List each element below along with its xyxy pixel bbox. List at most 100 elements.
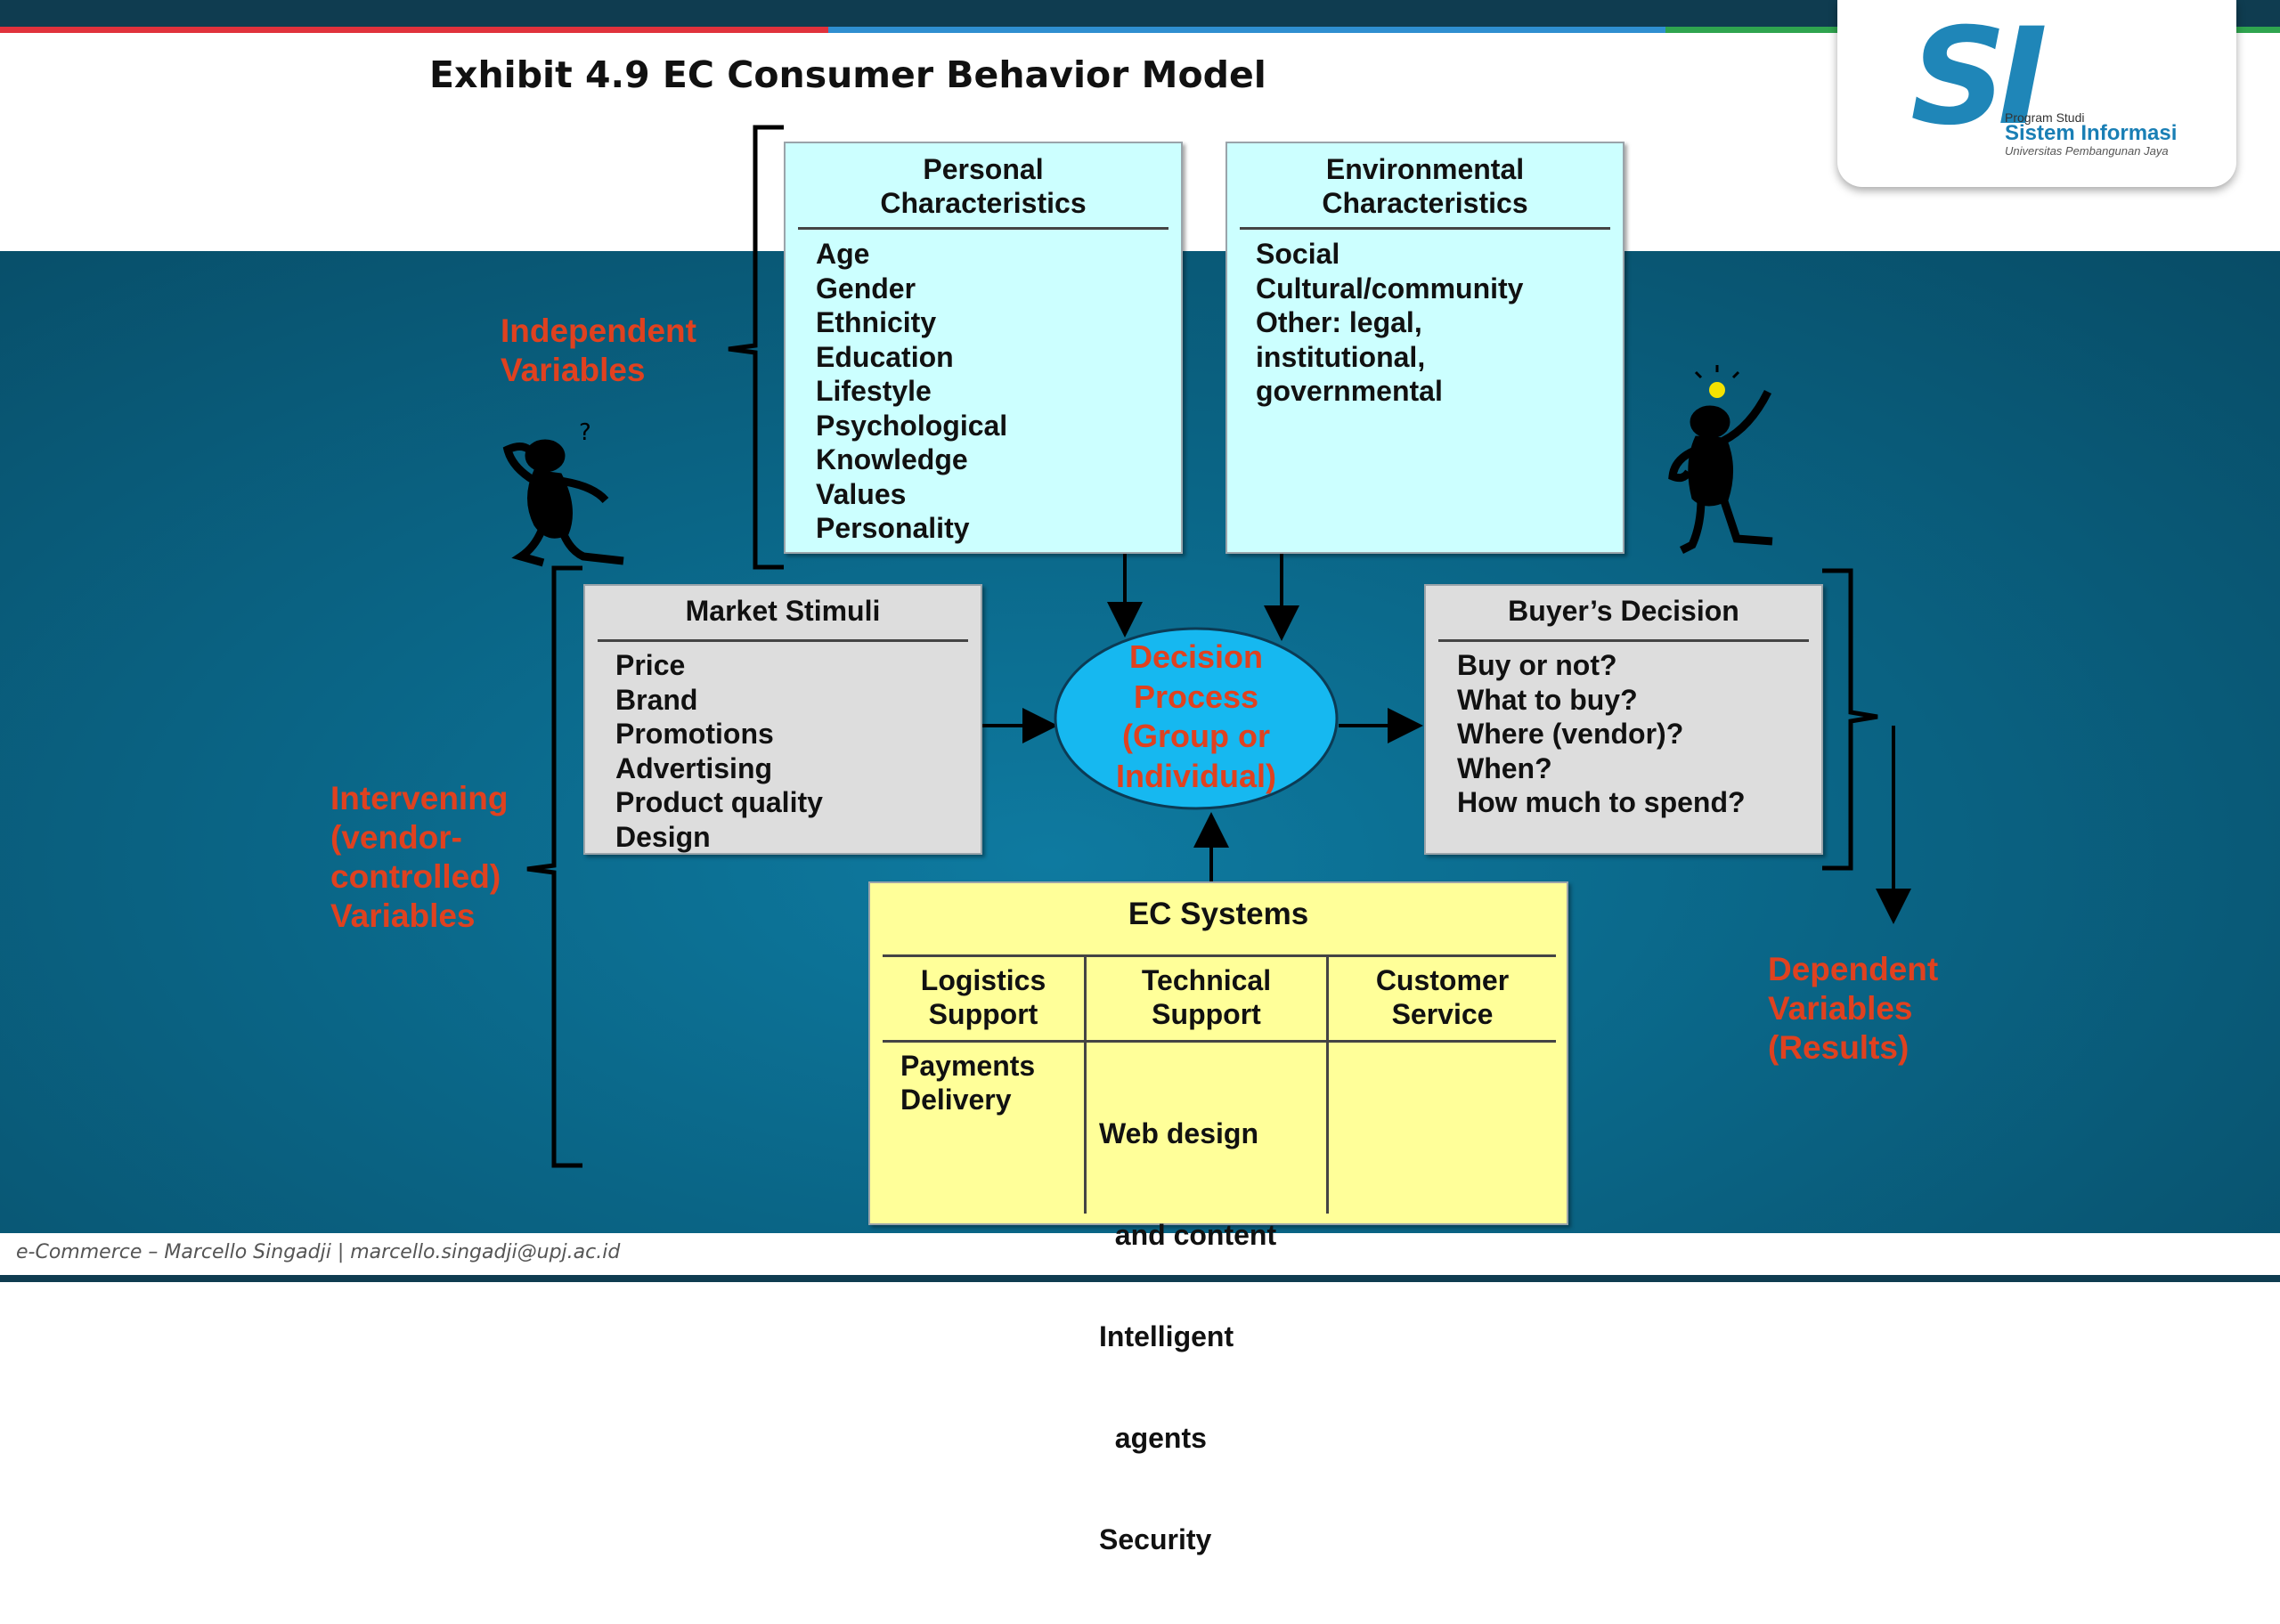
ec-column-heading: Customer Service <box>1329 963 1556 1031</box>
accent-stripe-red <box>0 27 828 33</box>
decision-line: Individual) <box>1116 757 1276 794</box>
list-item: Delivery <box>900 1084 1012 1116</box>
intervening-variables-label: Intervening (vendor- controlled) Variabl… <box>330 779 508 936</box>
list-item: agents <box>1099 1422 1207 1454</box>
environmental-characteristics-box: Environmental Characteristics Social Cul… <box>1226 142 1624 554</box>
divider <box>883 1040 1556 1043</box>
heading-line: Characteristics <box>1322 187 1528 219</box>
heading-line: Technical <box>1141 964 1272 996</box>
ec-heading: EC Systems <box>1128 897 1309 931</box>
heading-line: Environmental <box>1325 153 1525 185</box>
label-line: Intervening <box>330 780 509 816</box>
decision-process-ellipse <box>1054 627 1339 810</box>
list-item: Brand <box>615 683 698 716</box>
market-heading: Market Stimuli <box>685 595 881 627</box>
list-item: Product quality <box>615 786 823 818</box>
divider <box>883 954 1556 957</box>
buyer-items: Buy or not? What to buy? Where (vendor)?… <box>1457 648 1746 820</box>
heading-line: Customer <box>1375 964 1510 996</box>
accent-stripe-blue <box>828 27 1665 33</box>
divider <box>598 639 968 642</box>
decision-process-label: Decision Process (Group or Individual) <box>1055 637 1337 796</box>
list-item: Security <box>1099 1523 1212 1555</box>
divider <box>798 227 1168 230</box>
ec-column-items: Web design and content Intelligent agent… <box>1099 1049 1276 1624</box>
buyer-heading: Buyer’s Decision <box>1508 595 1739 627</box>
logo-university: Universitas Pembangunan Jaya <box>2005 144 2169 158</box>
environmental-heading: Environmental Characteristics <box>1227 152 1623 220</box>
slide-title: Exhibit 4.9 EC Consumer Behavior Model <box>429 53 1266 96</box>
column-divider <box>1084 955 1087 1214</box>
divider <box>1438 639 1809 642</box>
independent-bracket <box>728 125 784 570</box>
list-item: Values <box>816 477 907 510</box>
ec-column-heading: Logistics Support <box>883 963 1084 1031</box>
list-item: and content <box>1099 1219 1277 1251</box>
label-line: Variables <box>501 352 646 388</box>
list-item: Knowledge <box>816 443 968 475</box>
list-item: Promotions <box>615 718 774 750</box>
personal-items: Age Gender Ethnicity Education Lifestyle… <box>816 237 1007 546</box>
list-item: Payments <box>900 1050 1036 1082</box>
list-item: institutional, <box>1256 340 1426 373</box>
dependent-variables-label: Dependent Variables (Results) <box>1768 950 1938 1068</box>
logo-mark: SI <box>1910 0 2048 155</box>
decision-line: Decision <box>1128 638 1264 675</box>
logo-card: SI Program Studi Sistem Informasi Univer… <box>1837 0 2236 187</box>
list-item: Design <box>615 820 711 853</box>
footer-text: e-Commerce – Marcello Singadji | marcell… <box>16 1241 621 1263</box>
label-line: Independent <box>501 313 696 349</box>
independent-variables-label: Independent Variables <box>501 312 696 390</box>
label-line: Dependent <box>1768 951 1939 987</box>
decision-line: Process <box>1133 678 1259 715</box>
list-item: Ethnicity <box>816 306 937 338</box>
divider <box>1240 227 1610 230</box>
list-item: Gender <box>816 272 916 304</box>
list-item: Personality <box>816 512 970 544</box>
label-line: Variables <box>330 897 476 934</box>
list-item: Web design <box>1099 1117 1258 1149</box>
label-line: controlled) <box>330 858 501 895</box>
heading-line: Logistics <box>920 964 1046 996</box>
list-item: What to buy? <box>1457 683 1638 716</box>
intervening-bracket <box>526 565 582 1168</box>
list-item: Education <box>816 340 954 373</box>
label-line: (Results) <box>1768 1029 1910 1066</box>
heading-line: Support <box>928 998 1038 1030</box>
heading-line: Support <box>1152 998 1261 1030</box>
list-item: How much to spend? <box>1457 786 1746 818</box>
diagram-connectors: ? <box>502 125 1911 1168</box>
idea-person-icon <box>1668 365 1773 555</box>
ec-column-items: Payments Delivery <box>900 1049 1035 1116</box>
list-item: Cultural/community <box>1256 272 1524 304</box>
ec-column-heading: Technical Support <box>1087 963 1326 1031</box>
market-stimuli-box: Market Stimuli Price Brand Promotions Ad… <box>583 584 982 855</box>
personal-heading: Personal Characteristics <box>786 152 1181 220</box>
footer-bottom-strip <box>0 1275 2280 1282</box>
list-item: Advertising <box>615 751 773 784</box>
market-items: Price Brand Promotions Advertising Produ… <box>615 648 823 854</box>
column-divider <box>1326 955 1329 1214</box>
buyers-decision-box: Buyer’s Decision Buy or not? What to buy… <box>1424 584 1823 855</box>
list-item: Intelligent <box>1099 1320 1234 1352</box>
list-item: Buy or not? <box>1457 649 1617 681</box>
svg-text:?: ? <box>579 419 591 446</box>
heading-line: Characteristics <box>880 187 1087 219</box>
thinking-person-icon: ? <box>502 419 624 567</box>
logo-program-label: Program Studi <box>2005 110 2085 125</box>
list-item: Where (vendor)? <box>1457 718 1684 750</box>
logo-name: Sistem Informasi <box>2005 121 2178 145</box>
list-item: Age <box>816 238 870 270</box>
list-item: Price <box>615 649 686 681</box>
list-item: governmental <box>1256 375 1443 407</box>
list-item: When? <box>1457 751 1552 784</box>
footer-bar <box>0 1233 2280 1282</box>
list-item: Psychological <box>816 409 1008 442</box>
heading-line: Service <box>1391 998 1494 1030</box>
personal-characteristics-box: Personal Characteristics Age Gender Ethn… <box>784 142 1183 554</box>
ec-systems-box: EC Systems Logistics Support Technical S… <box>868 881 1568 1555</box>
label-line: (vendor- <box>330 819 462 856</box>
heading-line: Personal <box>923 153 1044 185</box>
environmental-items: Social Cultural/community Other: legal, … <box>1256 237 1523 409</box>
list-item: Other: legal, <box>1256 306 1422 338</box>
